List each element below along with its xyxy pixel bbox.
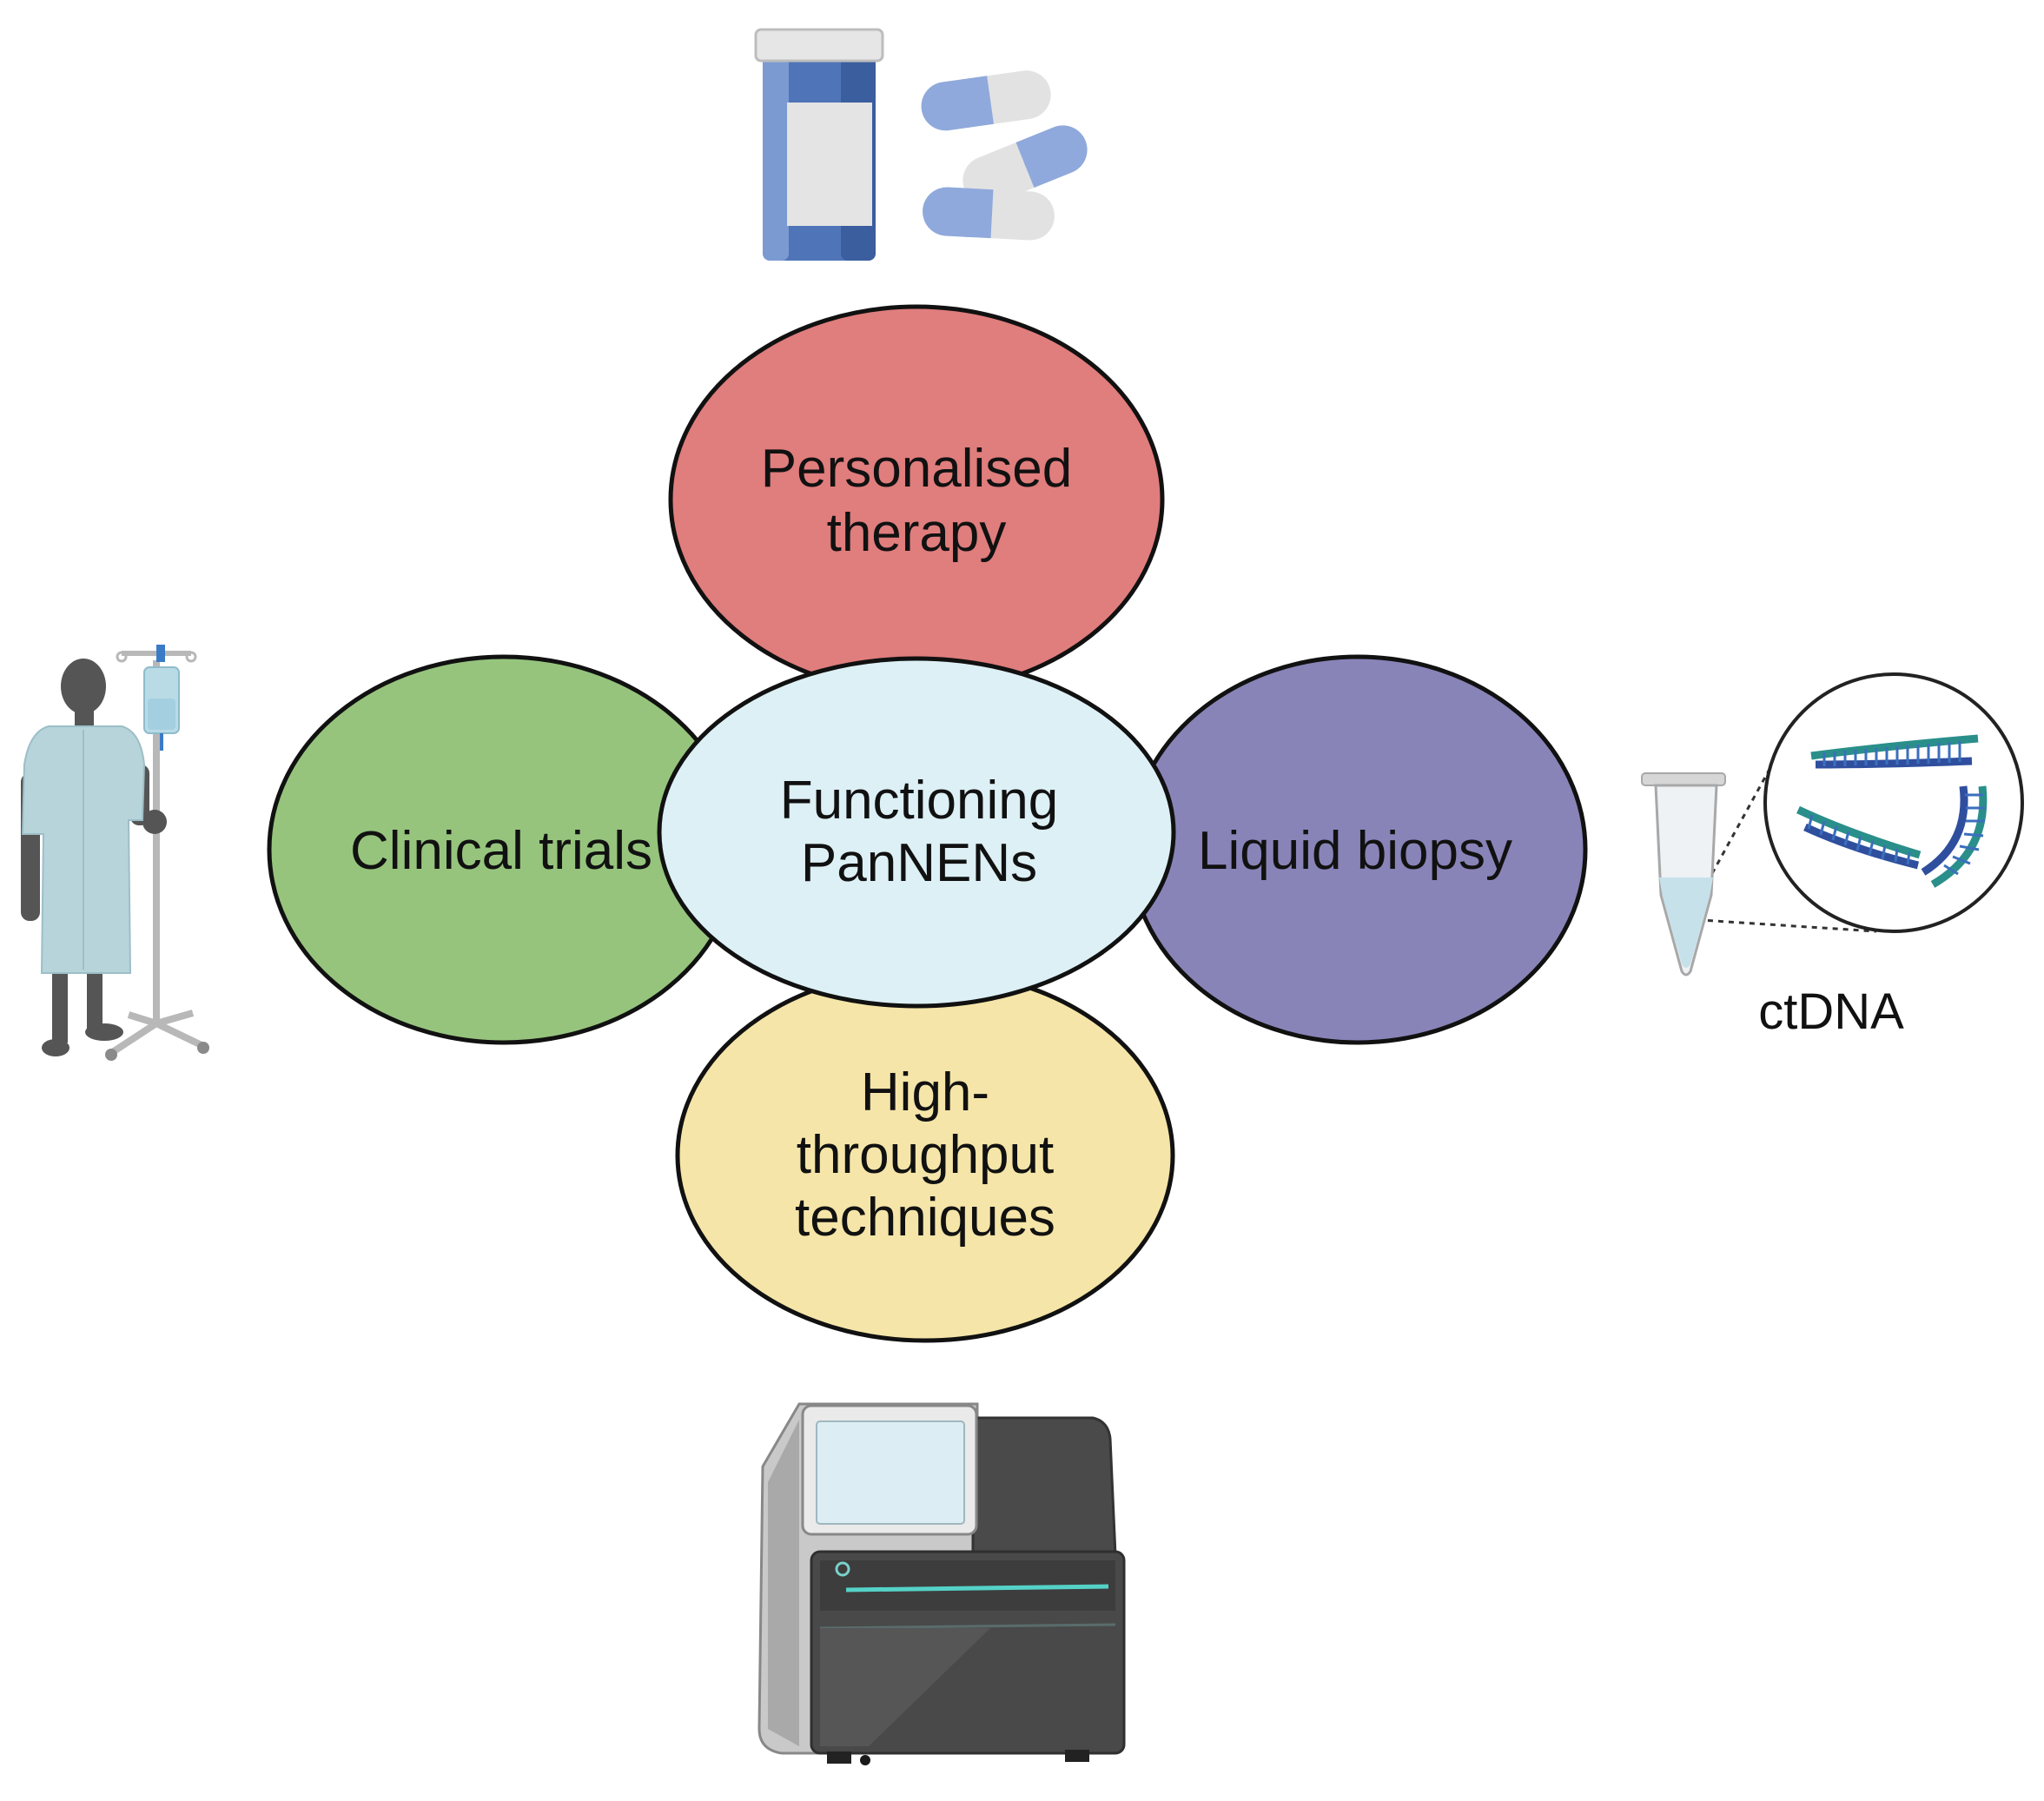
- sequencing-machine-icon: [757, 1402, 1126, 1765]
- patient-with-iv-drip-icon: [21, 645, 209, 1061]
- clinical-trials-label: Clinical trials: [350, 821, 652, 881]
- functioning-pannens-label-line-2: PanNENs: [801, 833, 1037, 893]
- pill-bottle-and-capsules-icon: [754, 28, 1088, 261]
- high-throughput-label-line-2: throughput: [797, 1125, 1054, 1185]
- personalised-therapy-oval: [668, 304, 1165, 695]
- liquid-biopsy-label: Liquid biopsy: [1198, 821, 1512, 881]
- personalised-therapy-label-line-1: Personalised: [761, 439, 1072, 499]
- high-throughput-label-line-3: techniques: [795, 1188, 1055, 1248]
- functioning-pannens-label-line-1: Functioning: [780, 771, 1059, 831]
- personalised-therapy-label-line-2: therapy: [827, 503, 1007, 563]
- ctdna-label: ctDNA: [1758, 983, 1904, 1040]
- tube-with-dna-icon: [1641, 672, 2024, 977]
- functioning-pannens-oval: [657, 656, 1176, 1009]
- high-throughput-label-line-1: High-: [861, 1063, 989, 1122]
